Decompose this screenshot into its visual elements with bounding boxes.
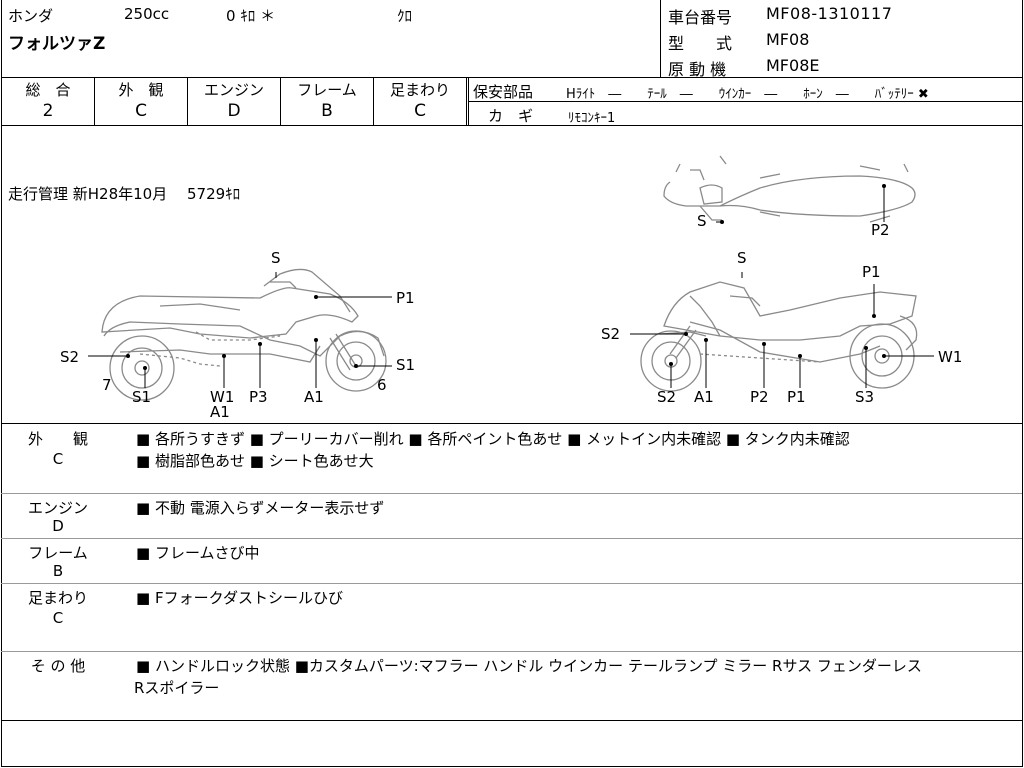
- diagram-label: A1: [210, 403, 230, 421]
- scooter-diagram: S P1 S2 S1 7 6 S1 W1 A1 P3 A1 S P1 S2 W1…: [60, 155, 962, 421]
- exterior-label: 外 観: [118, 81, 164, 99]
- section-line: [1, 583, 1022, 584]
- diagram-label: S2: [657, 388, 676, 406]
- safety-items: Hﾗｲﾄ ― ﾃｰﾙ ― ｳｲﾝｶｰ ― ﾎｰﾝ ― ﾊﾞｯﾃﾘｰ ✖: [566, 87, 929, 102]
- header-bottom-line: [1, 77, 1022, 78]
- comment-line: ■ 樹脂部色あせ ■ シート色あせ大: [136, 452, 374, 470]
- section-line: [1, 538, 1022, 539]
- diagram-label: S: [737, 249, 747, 267]
- frame-grade: B: [321, 101, 333, 121]
- displacement: 250cc: [124, 5, 170, 23]
- comment-line: ■ 不動 電源入らずメーター表示せず: [136, 499, 385, 517]
- comment-line: ■ Fフォークダストシールひび: [136, 589, 343, 607]
- mileage-note: 走行管理 新H28年10月 5729ｷﾛ: [8, 185, 241, 203]
- diagram-label: P1: [787, 388, 806, 406]
- grade-mid-line: [468, 101, 1022, 102]
- comment-label-frame: フレーム: [28, 544, 88, 562]
- diagram-label: S2: [601, 325, 620, 343]
- comment-grade-suspension: C: [52, 609, 64, 627]
- comment-line: ■ ハンドルロック状態 ■カスタムパーツ:マフラー ハンドル ウインカー テール…: [136, 657, 922, 675]
- comment-line: Rスポイラー: [134, 679, 220, 697]
- diagram-label: 7: [102, 376, 112, 394]
- model-name: フォルツァZ: [8, 34, 106, 54]
- header-divider: [660, 0, 661, 77]
- diagram-label: W1: [210, 388, 234, 406]
- diagram-label: 6: [377, 376, 387, 394]
- color: ｸﾛ: [397, 7, 413, 25]
- mileage: 0 ｷﾛ ＊: [226, 7, 276, 25]
- diagram-label: A1: [694, 388, 714, 406]
- safety-label: 保安部品: [473, 83, 534, 101]
- right-side-view: [640, 281, 918, 392]
- suspension-grade: C: [414, 101, 426, 121]
- exterior-grade: C: [135, 101, 147, 121]
- diagram-label: W1: [938, 348, 962, 366]
- frame-no: MF08-1310117: [766, 4, 893, 23]
- engine-value: MF08E: [766, 56, 820, 75]
- comment-line: ■ 各所うすきず ■ プーリーカバー削れ ■ 各所ペイント色あせ ■ メットイン…: [136, 430, 850, 448]
- engine-grade: D: [227, 101, 241, 121]
- grade-col-line: [468, 77, 469, 125]
- grade-col-line: [94, 77, 95, 125]
- diagram-label: S2: [60, 348, 79, 366]
- section-line: [1, 651, 1022, 652]
- grade-col-line: [280, 77, 281, 125]
- engine-grade-label: エンジン: [203, 81, 264, 99]
- diagram-bottom-line: [1, 423, 1022, 424]
- type-value: MF08: [766, 30, 810, 49]
- frame-grade-label: フレーム: [297, 81, 357, 99]
- top-view: [663, 155, 916, 223]
- comment-grade-frame: B: [52, 562, 64, 580]
- key-value: ﾘﾓｺﾝｷｰ1: [568, 111, 616, 126]
- overall-grade: 2: [42, 101, 54, 121]
- diagram-label: S: [697, 212, 707, 230]
- diagram-label: S1: [132, 388, 151, 406]
- grade-col-line: [373, 77, 374, 125]
- frame-no-label: 車台番号: [668, 8, 733, 27]
- grade-col-line: [187, 77, 188, 125]
- section-line: [1, 493, 1022, 494]
- maker-name: ホンダ: [8, 7, 54, 25]
- diagram-label: S1: [396, 356, 415, 374]
- diagram-label: P1: [396, 289, 415, 307]
- comments-bottom-line: [1, 720, 1022, 721]
- comment-label-other: そ の 他: [30, 657, 86, 675]
- comment-line: ■ フレームさび中: [136, 544, 260, 562]
- diagram-label: S3: [855, 388, 874, 406]
- comment-grade-exterior: C: [52, 450, 64, 468]
- diagram-label: P3: [249, 388, 268, 406]
- diagram-label: P1: [862, 263, 881, 281]
- diagram-label: P2: [871, 221, 890, 239]
- suspension-grade-label: 足まわり: [389, 81, 450, 99]
- overall-label: 総 合: [25, 81, 71, 99]
- diagram-label: A1: [304, 388, 324, 406]
- diagram-label: S: [271, 249, 281, 267]
- comment-label-suspension: 足まわり: [27, 589, 88, 607]
- grade-col-line: [466, 77, 467, 125]
- comment-label-exterior: 外 観: [27, 430, 88, 448]
- grade-bottom-line: [1, 125, 1022, 126]
- comment-grade-engine: D: [52, 517, 64, 535]
- comment-label-engine: エンジン: [27, 499, 88, 517]
- type-label: 型 式: [668, 34, 733, 53]
- key-label: カ ギ: [488, 107, 534, 125]
- engine-label: 原 動 機: [668, 60, 727, 79]
- diagram-label: P2: [750, 388, 769, 406]
